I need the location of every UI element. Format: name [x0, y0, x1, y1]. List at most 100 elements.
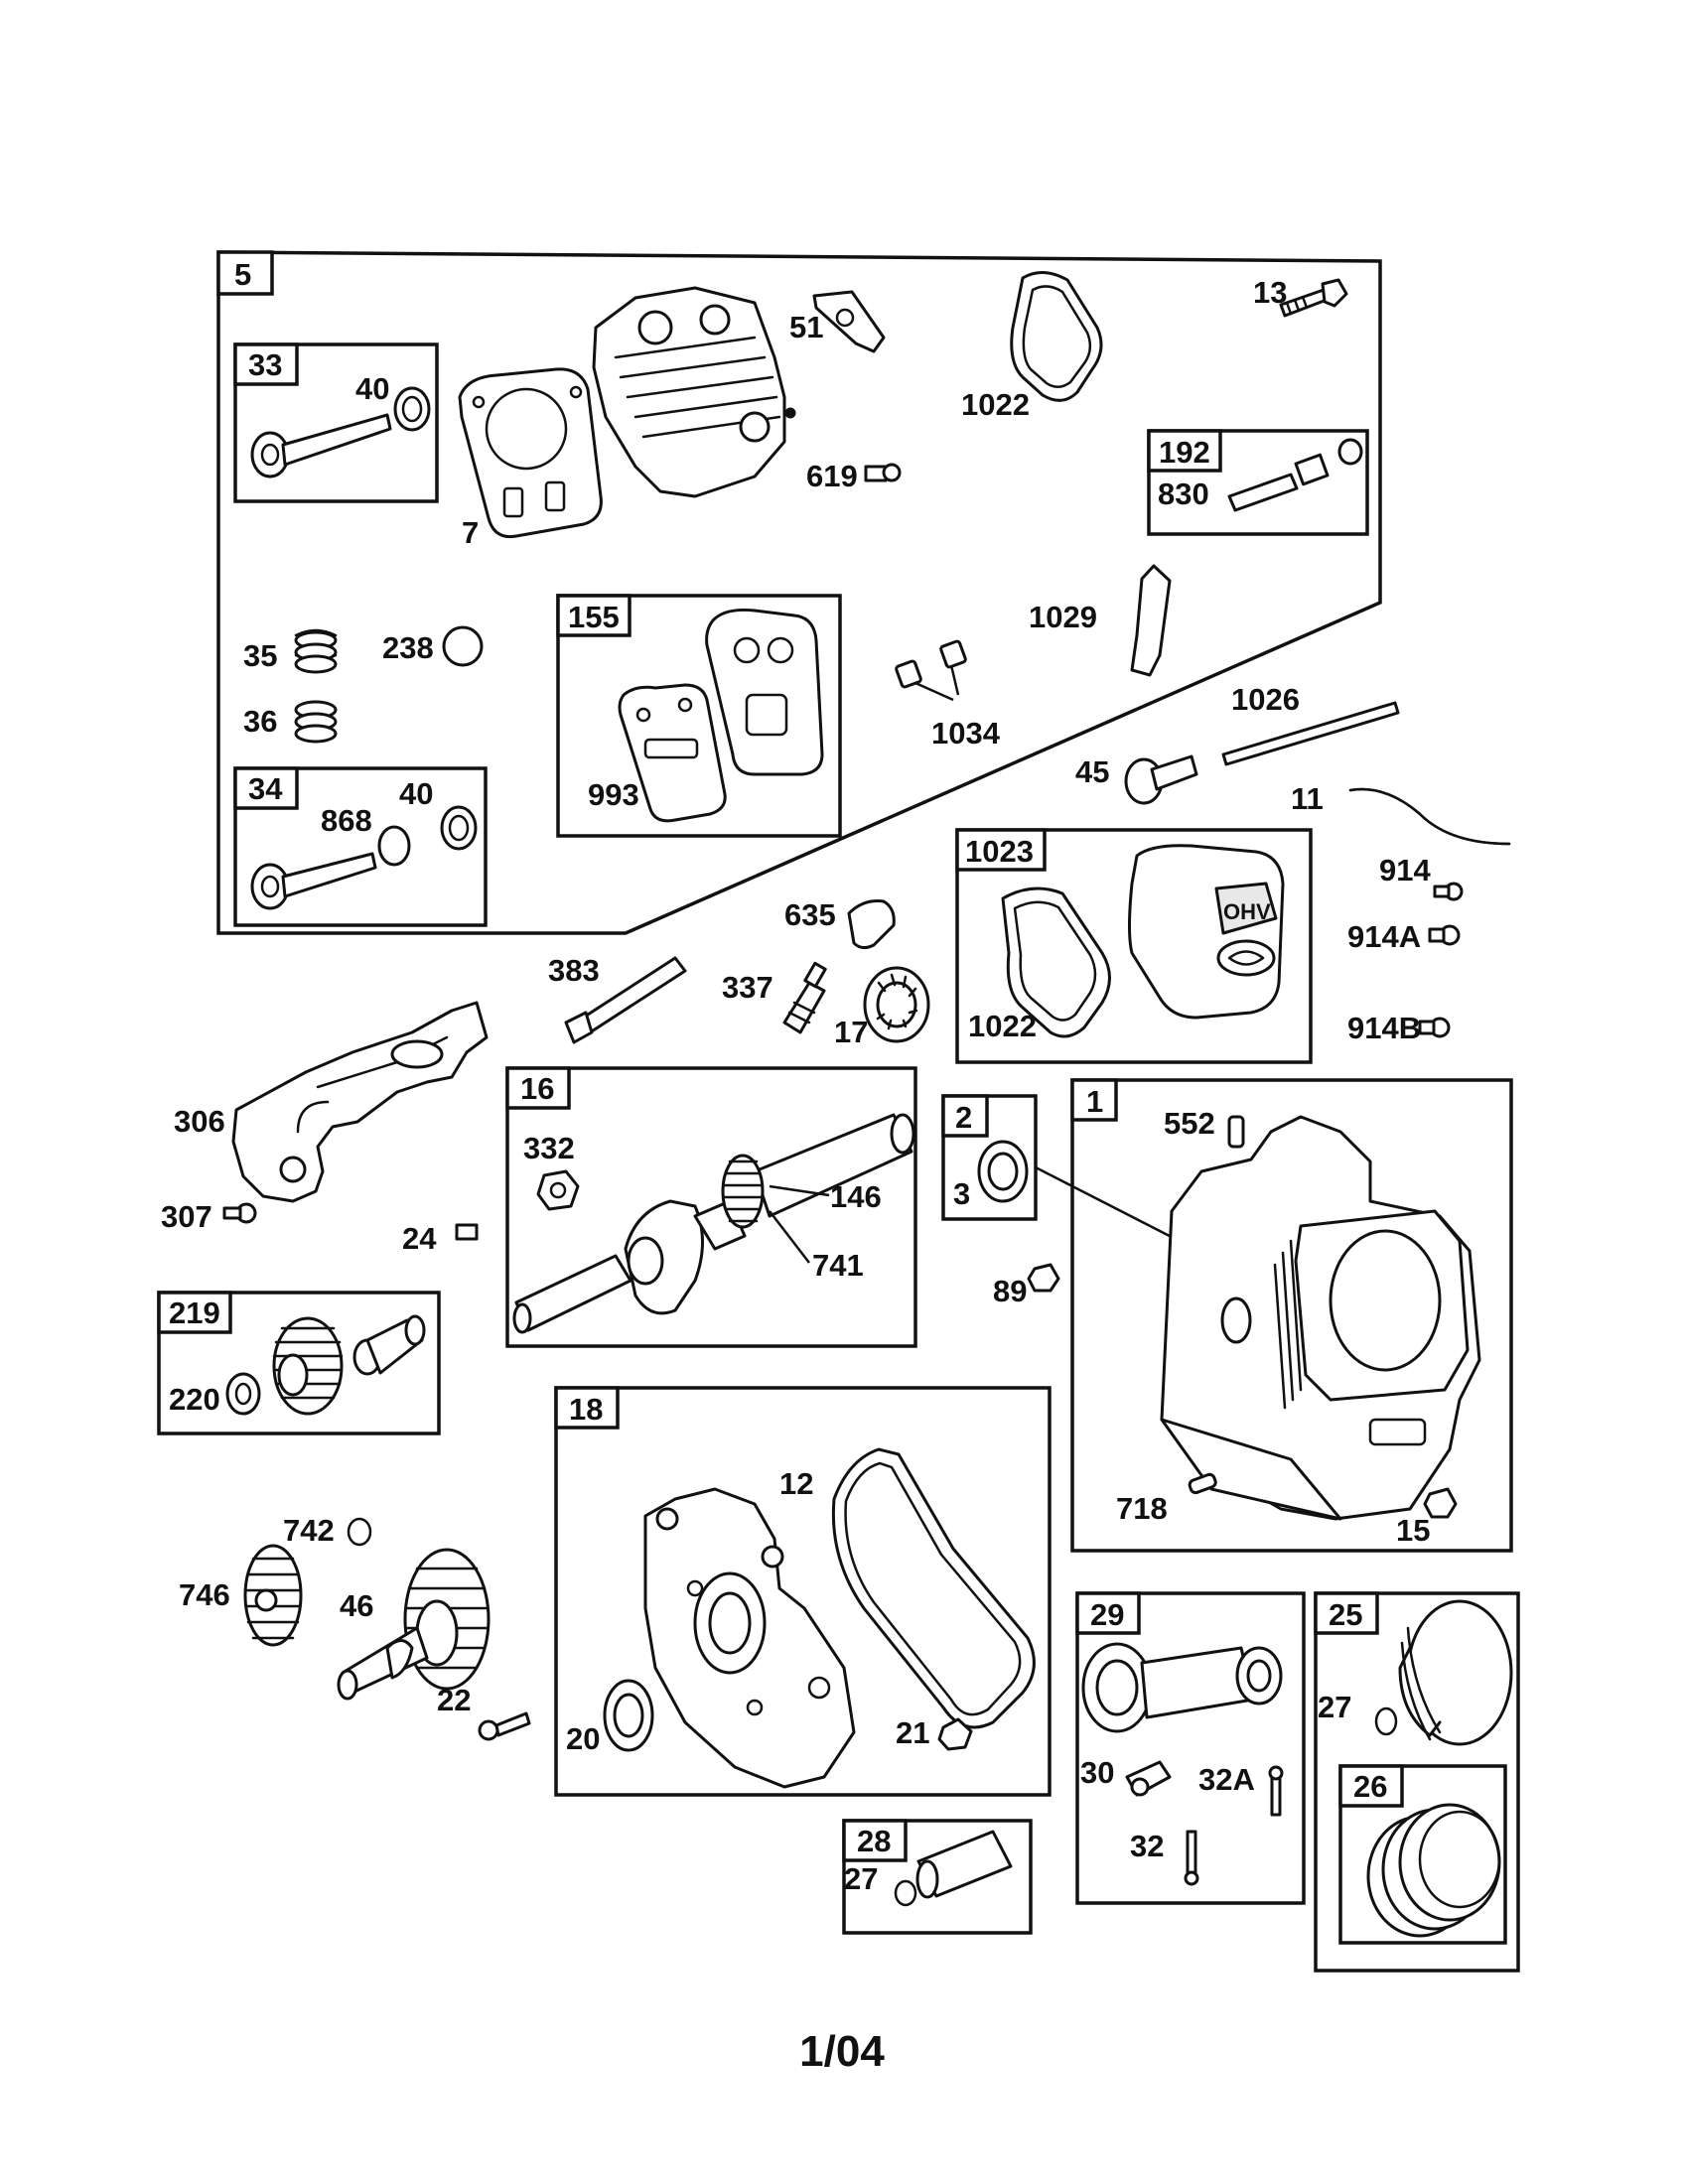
- part-label: 1022: [968, 1009, 1037, 1043]
- screw-icon-914: [1433, 882, 1464, 901]
- retaining-ring-icon-742: [347, 1517, 372, 1547]
- part-label: 27: [844, 1861, 878, 1896]
- box-34-intake-valve: 34: [233, 766, 488, 927]
- box-1023-label: 1023: [965, 834, 1034, 869]
- part-label: 21: [896, 1715, 929, 1750]
- stud-icon-619: [864, 463, 902, 482]
- valve-retainer-icon: [440, 805, 478, 851]
- box-192-breather: 192: [1147, 429, 1369, 536]
- box-28-piston-pin: 28: [842, 1819, 1033, 1935]
- washer-icon-220: [225, 1372, 261, 1416]
- part-label: 27: [1318, 1690, 1351, 1724]
- part-label: 13: [1253, 275, 1287, 310]
- piston-icon: [1398, 1599, 1513, 1746]
- bolt-icon-307: [222, 1202, 257, 1224]
- oil-seal-icon: [977, 1140, 1029, 1203]
- part-label: 146: [830, 1179, 882, 1214]
- part-label: 3: [953, 1176, 970, 1211]
- rocker-gasket-icon: [705, 609, 824, 776]
- part-label: 51: [789, 310, 823, 344]
- part-label: 7: [462, 515, 479, 550]
- part-label: 238: [382, 630, 434, 665]
- part-label: 993: [588, 777, 639, 812]
- engine-block-icon: [1160, 1115, 1481, 1521]
- bolt-icon-32a: [1268, 1765, 1284, 1817]
- retainer-ring-icon: [894, 1879, 917, 1907]
- rocker-cover-icon: OHV: [1128, 844, 1285, 1020]
- spark-plug-icon: [782, 961, 827, 1034]
- part-label: 830: [1158, 477, 1209, 511]
- connecting-rod-icon: [1081, 1642, 1283, 1733]
- box-155-label: 155: [568, 600, 620, 634]
- bolt-icon-22: [478, 1711, 531, 1741]
- box-155-gasket-set: 155: [556, 594, 842, 838]
- screw-icon-914a: [1428, 924, 1461, 946]
- oil-seal-icon-20: [603, 1679, 654, 1752]
- rocker-cover-gasket-icon: [1010, 271, 1103, 402]
- ohv-logo: OHV: [1223, 899, 1271, 924]
- box-18-label: 18: [569, 1392, 603, 1427]
- box-26-piston-rings: 26: [1338, 1764, 1507, 1945]
- intake-valve-icon: [250, 852, 377, 910]
- part-label: 332: [523, 1131, 575, 1165]
- box-1-label: 1: [1086, 1084, 1103, 1119]
- part-label: 383: [548, 953, 600, 988]
- exhaust-valve-icon: [250, 413, 392, 478]
- camshaft-icon: [337, 1548, 491, 1701]
- box-16-crankshaft: 16: [505, 1066, 917, 1348]
- box-25-label: 25: [1329, 1597, 1362, 1632]
- part-label: 220: [169, 1382, 220, 1417]
- part-label: 89: [993, 1274, 1027, 1308]
- part-label: 40: [355, 371, 389, 406]
- push-rod-icon: [1221, 701, 1400, 766]
- box-5-cylinder-head-assembly: 5: [216, 250, 1382, 935]
- part-label: 46: [340, 1588, 373, 1623]
- dipper-icon-30: [1125, 1760, 1172, 1797]
- box-16-label: 16: [520, 1071, 554, 1106]
- part-label: 12: [779, 1466, 813, 1501]
- part-label: 741: [812, 1248, 864, 1283]
- bearing-icon: [863, 966, 930, 1043]
- part-label: 45: [1075, 754, 1109, 789]
- head-gasket-icon: [458, 367, 603, 539]
- part-label: 30: [1080, 1755, 1114, 1790]
- piston-pin-retainer-icon: [1374, 1706, 1398, 1736]
- part-label: 742: [283, 1513, 335, 1548]
- part-label: 307: [161, 1199, 212, 1234]
- dipstick-tube-icon: [564, 956, 687, 1044]
- box-34-label: 34: [248, 771, 283, 806]
- box-33-exhaust-valve: 33: [233, 342, 439, 503]
- part-label: 17: [834, 1015, 868, 1049]
- part-labels: 51 13 40 1022 7 619 830 35 238 1029 36 1…: [161, 275, 1431, 1896]
- governor-gear-icon: [272, 1316, 344, 1416]
- part-label: 1034: [931, 716, 1001, 751]
- part-label: 306: [174, 1104, 225, 1139]
- valve-retainer-icon: [393, 386, 431, 432]
- rocker-ball-icon: [895, 639, 967, 702]
- box-25-piston: 25 26: [1314, 1591, 1520, 1973]
- part-label: 40: [399, 776, 433, 811]
- valve-seal-icon: [377, 825, 411, 867]
- box-18-crankcase-cover: 18: [554, 1386, 1052, 1797]
- governor-spool-icon: [352, 1314, 426, 1376]
- part-label: 1026: [1231, 682, 1300, 717]
- box-2-label: 2: [955, 1100, 972, 1135]
- rocker-arm-icon: [1130, 564, 1172, 677]
- box-2-oil-seal: 2: [941, 1094, 1038, 1221]
- page-footer-date: 1/04: [799, 2027, 885, 2076]
- tube-icon-635: [847, 899, 896, 950]
- nut-icon-332: [536, 1169, 580, 1211]
- box-28-label: 28: [857, 1824, 891, 1858]
- plug-icon-89: [1027, 1263, 1060, 1293]
- breather-tube-icon: [1348, 787, 1511, 846]
- gear-icon-746: [243, 1544, 303, 1647]
- key-icon-24: [455, 1223, 479, 1241]
- part-label: 635: [784, 897, 836, 932]
- part-label: 1029: [1029, 600, 1097, 634]
- dowel-pin-icon-552: [1227, 1115, 1245, 1149]
- crank-gear-icon: [721, 1154, 765, 1229]
- part-label: 718: [1116, 1491, 1168, 1526]
- box-219-governor-gear: 219: [157, 1291, 441, 1435]
- box-5-label: 5: [234, 257, 251, 292]
